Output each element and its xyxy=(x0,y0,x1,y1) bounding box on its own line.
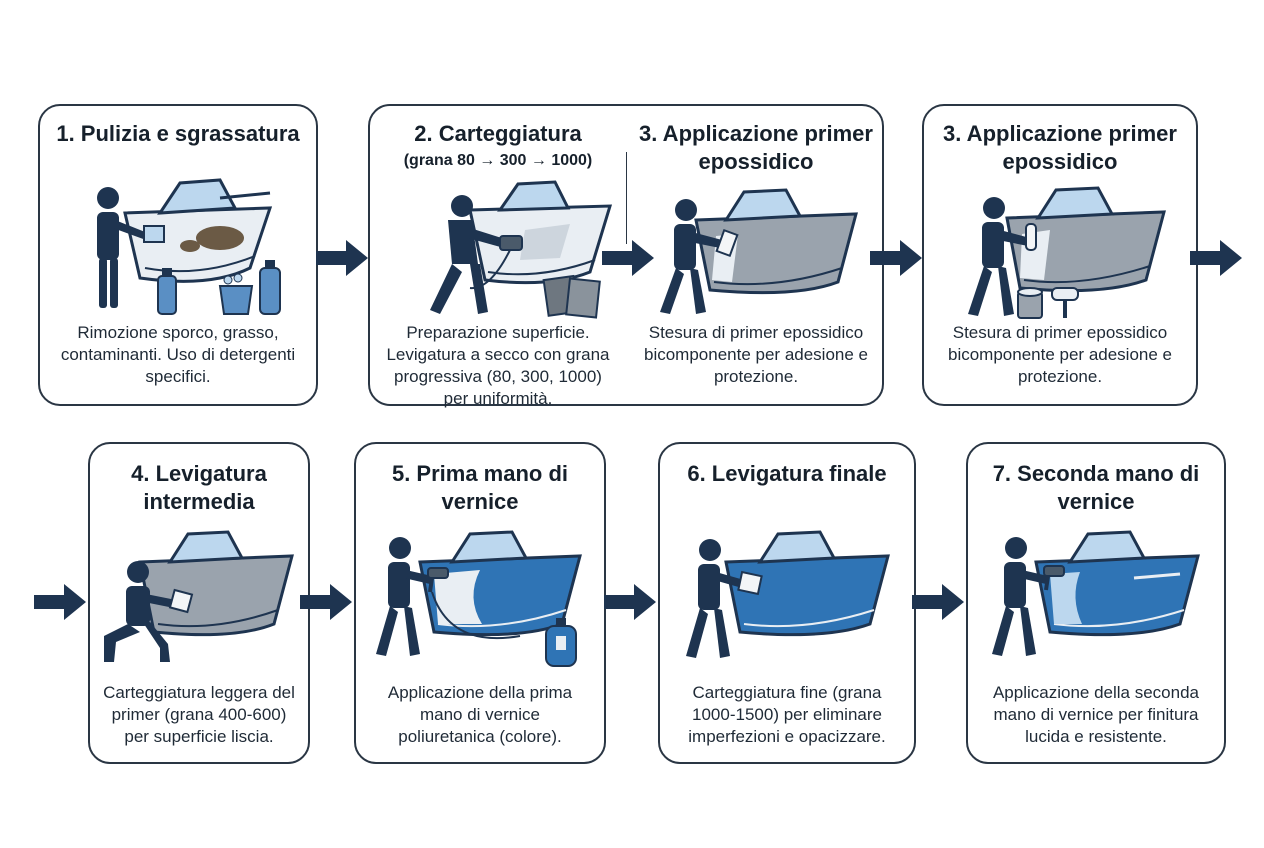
person-icon xyxy=(376,537,432,656)
arrow-right-icon xyxy=(1190,240,1242,276)
spray-gun-icon xyxy=(1043,565,1065,591)
paint-roller-icon xyxy=(1051,287,1079,318)
step-card-7: 7. Seconda mano di vernice Applicazione … xyxy=(966,442,1226,764)
intermediate-sanding-illustration xyxy=(104,530,294,662)
step-card-6: 6. Levigatura finale Carteggiatura fine … xyxy=(658,442,916,764)
arrow-right-icon xyxy=(602,240,654,276)
sander-icon xyxy=(499,235,523,251)
arrow-right-icon xyxy=(604,584,656,620)
arrow-right-icon xyxy=(34,584,86,620)
step-title: 4. Levigatura intermedia xyxy=(131,461,267,514)
cloth-icon xyxy=(143,225,165,243)
roller-icon xyxy=(1025,223,1037,251)
boat-icon xyxy=(1005,186,1166,293)
step-desc: Applicazione della seconda mano di verni… xyxy=(992,683,1200,746)
sanding-illustration xyxy=(430,180,613,319)
spray-gun-icon xyxy=(427,567,449,593)
boat-icon xyxy=(724,530,890,637)
arrow-right-icon xyxy=(300,584,352,620)
step-card-1: 1. Pulizia e sgrassatura xyxy=(38,104,318,406)
step-desc: Applicazione della prima mano di vernice… xyxy=(387,683,573,746)
spray-hose xyxy=(431,591,521,640)
sanding-pad-icon xyxy=(168,588,194,614)
brush-icon xyxy=(715,228,739,258)
sanding-pad-icon xyxy=(737,570,763,596)
person-icon xyxy=(104,561,176,662)
primer-brush-illustration xyxy=(660,188,858,314)
step-desc: Rimozione sporco, grasso, contaminanti. … xyxy=(60,323,296,386)
step-title: 6. Levigatura finale xyxy=(687,461,887,486)
step-title: 5. Prima mano di vernice xyxy=(391,461,569,514)
step-title: 2. Carteggiatura xyxy=(414,121,582,146)
person-icon xyxy=(430,195,508,314)
spray-bottle-icon xyxy=(157,268,177,315)
step-title: 7. Seconda mano di vernice xyxy=(992,461,1200,514)
person-icon xyxy=(968,197,1030,316)
person-icon xyxy=(97,187,150,308)
bucket-icon xyxy=(218,273,254,315)
step-subtitle: (grana 80 → 300 → 1000) xyxy=(403,152,593,169)
step-title: 1. Pulizia e sgrassatura xyxy=(56,121,300,146)
paint-can-icon xyxy=(1017,287,1043,319)
person-icon xyxy=(992,537,1048,656)
step-desc: Preparazione superficie. Levigatura a se… xyxy=(386,323,610,408)
person-icon xyxy=(660,199,722,314)
step-card-4: 4. Levigatura intermedia Carteggiatura l… xyxy=(88,442,310,764)
detergent-bottle-icon xyxy=(259,260,281,315)
sandpaper-icon xyxy=(542,274,601,319)
step-title: 3. Applicazione primer epossidico xyxy=(639,121,873,174)
step-card-3b: 3. Applicazione primer epossidico Stesur… xyxy=(922,104,1198,406)
arrow-right-icon xyxy=(316,240,368,276)
boat-icon xyxy=(138,530,294,637)
boat-icon xyxy=(468,180,613,285)
boat-icon xyxy=(418,530,582,637)
primer-roller-illustration xyxy=(968,186,1166,319)
cleaning-illustration xyxy=(97,178,281,315)
compressor-tank-icon xyxy=(545,618,577,667)
step-title: 3. Applicazione primer epossidico xyxy=(943,121,1177,174)
boat-icon xyxy=(1034,530,1200,637)
arrow-right-icon xyxy=(912,584,964,620)
step-desc: Stesura di primer epossidico bicomponent… xyxy=(644,323,868,386)
step-desc: Stesura di primer epossidico bicomponent… xyxy=(948,323,1172,386)
step-divider xyxy=(626,152,627,244)
step-desc: Carteggiatura fine (grana 1000-1500) per… xyxy=(688,683,886,746)
person-icon xyxy=(686,539,744,658)
second-coat-illustration xyxy=(992,530,1200,656)
first-coat-illustration xyxy=(376,530,582,667)
step-desc: Carteggiatura leggera del primer (grana … xyxy=(103,683,295,746)
final-sanding-illustration xyxy=(686,530,890,658)
arrow-right-icon xyxy=(870,240,922,276)
step-card-5: 5. Prima mano di vernice Applicazione de… xyxy=(354,442,606,764)
sander-cable xyxy=(469,249,511,290)
